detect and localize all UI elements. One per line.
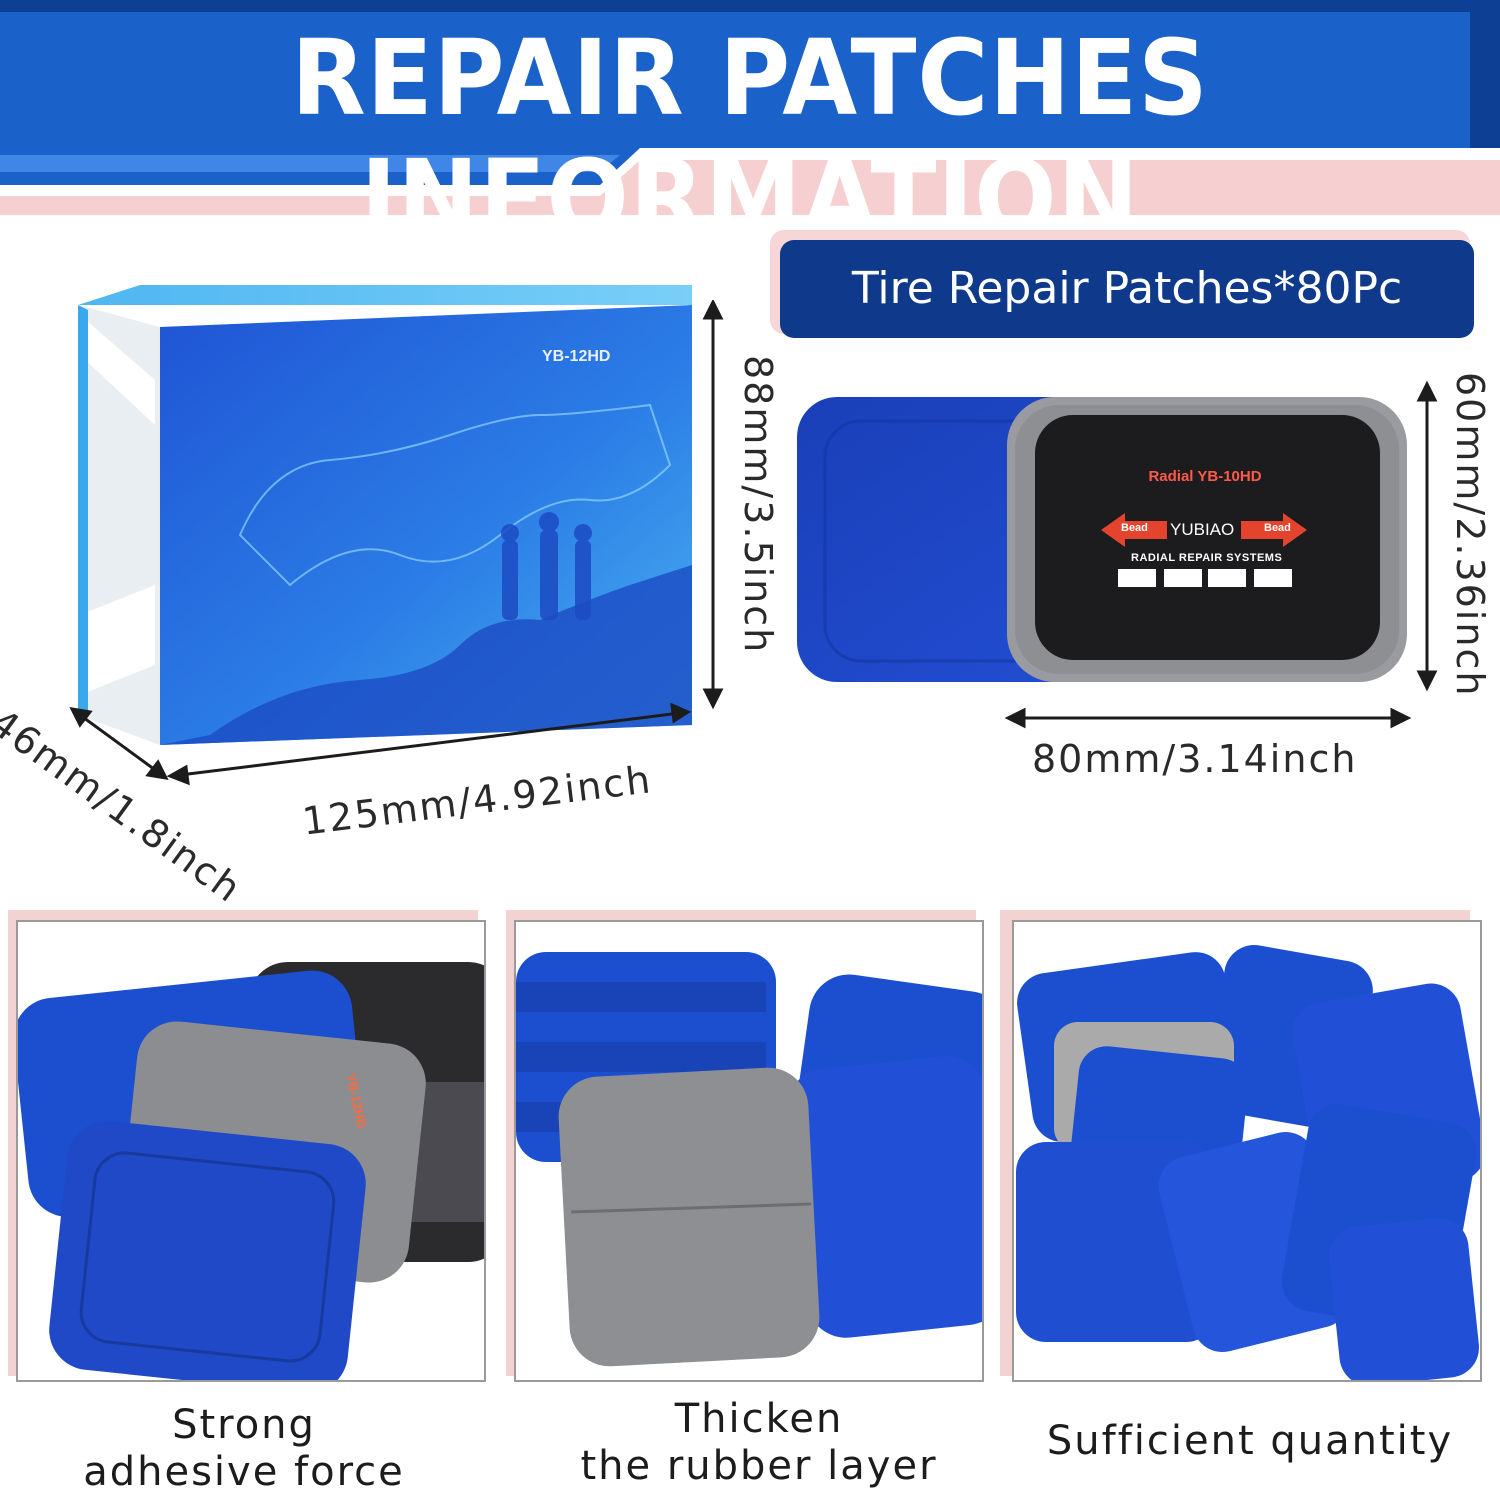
thicken-photo (516, 952, 982, 1367)
photo-panel-adhesive: YB-12HD (16, 920, 486, 1382)
patch-illustration (797, 397, 1407, 682)
quantity-photo (1016, 945, 1480, 1380)
adhesive-photo (18, 962, 484, 1380)
caption-quantity: Sufficient quantity (1046, 1418, 1454, 1464)
banner-background (0, 0, 1500, 215)
page-title: REPAIR PATCHES INFORMATION (291, 17, 1209, 259)
patch-width-label: 80mm/3.14inch (1032, 737, 1358, 781)
photo-panel-quantity (1012, 920, 1482, 1382)
box-model-label: YB-12HD (542, 348, 611, 365)
caption-adhesive-line1: Strong (172, 1402, 316, 1448)
bead-left-label: Bead (1121, 522, 1148, 534)
patch-system-label: RADIAL REPAIR SYSTEMS (1131, 552, 1283, 564)
box-illustration (78, 285, 692, 745)
patch-dimension-arrows (1004, 380, 1438, 729)
caption-adhesive: Strong adhesive force (16, 1402, 472, 1496)
caption-thicken-line1: Thicken (674, 1396, 844, 1442)
box-dimension-arrows (69, 300, 724, 786)
header-banner: REPAIR PATCHES INFORMATION (0, 0, 1500, 258)
patch-height-label: 60mm/2.36inch (1448, 372, 1492, 698)
patch-maker: YUBIAO (1170, 520, 1235, 539)
patch-count-title: Tire Repair Patches*80Pc (851, 263, 1403, 314)
caption-thicken: Thicken the rubber layer (514, 1396, 1004, 1490)
title-pill (780, 240, 1474, 338)
bead-right-label: Bead (1264, 522, 1291, 534)
patch-brand-line: Radial YB-10HD (1148, 468, 1262, 485)
box-height-label: 88mm/3.5inch (736, 355, 780, 655)
caption-adhesive-line2: adhesive force (83, 1449, 405, 1495)
caption-thicken-line2: the rubber layer (580, 1443, 938, 1489)
photo-panel-thicken (514, 920, 984, 1382)
